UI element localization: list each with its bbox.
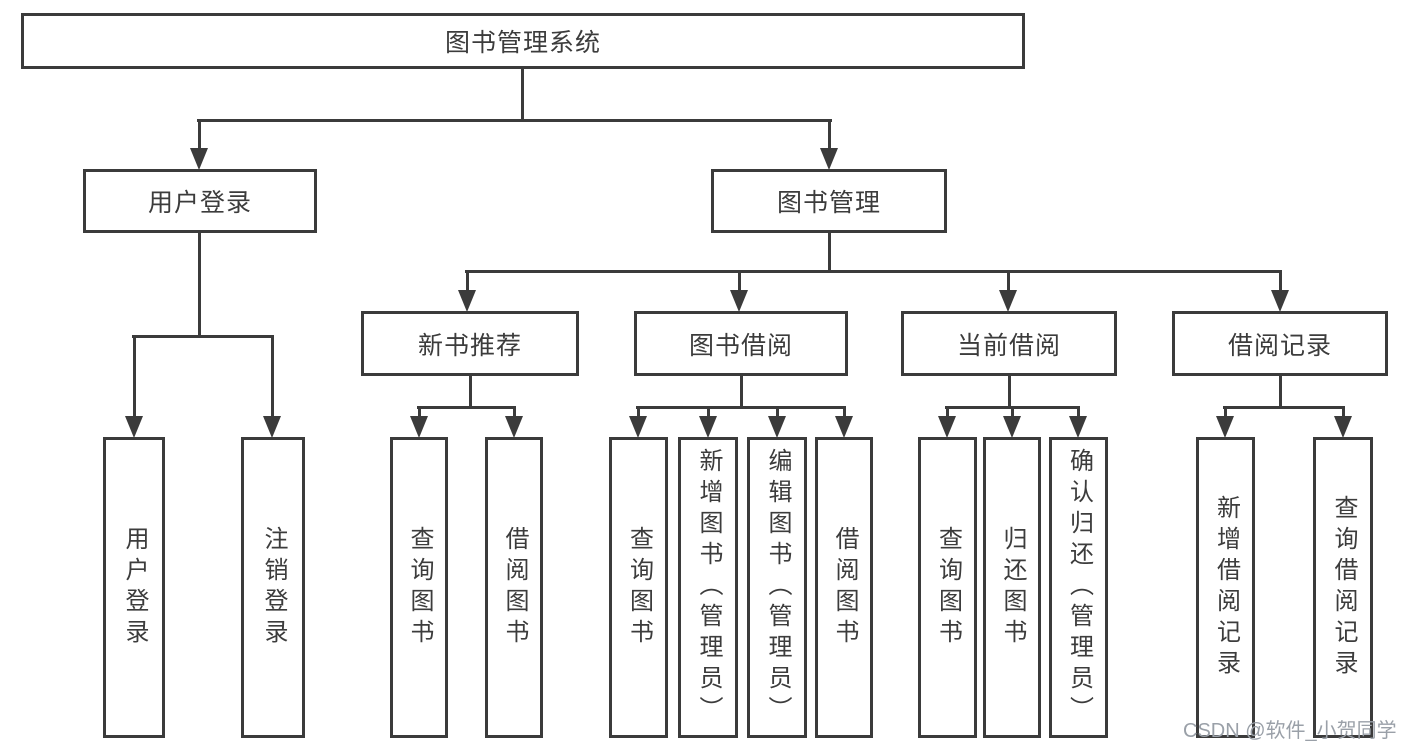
arrowhead-icon	[768, 416, 786, 438]
connector-line	[827, 119, 831, 151]
arrowhead-icon	[263, 416, 281, 438]
connector-line	[417, 406, 516, 409]
connector-line	[197, 233, 201, 338]
connector-line	[1278, 376, 1282, 409]
node-leaf-user-login: 用户登录	[103, 437, 165, 738]
connector-line	[1010, 406, 1014, 419]
connector-line	[520, 67, 524, 122]
arrowhead-icon	[1334, 416, 1352, 438]
arrowhead-icon	[505, 416, 523, 438]
node-bb-edit-books-admin: 编辑图书（管理员）	[747, 437, 807, 738]
connector-line	[1076, 406, 1080, 419]
connector-line	[842, 406, 846, 419]
arrowhead-icon	[125, 416, 143, 438]
node-nb-borrow-books: 借阅图书	[485, 437, 543, 738]
connector-line	[636, 406, 640, 419]
connector-line	[197, 119, 201, 151]
connector-line	[636, 406, 846, 409]
connector-line	[827, 233, 831, 273]
connector-line	[739, 376, 743, 409]
node-cb-query-books: 查询图书	[918, 437, 977, 738]
connector-line	[1223, 406, 1345, 409]
arrowhead-icon	[699, 416, 717, 438]
connector-line	[197, 119, 832, 122]
arrowhead-icon	[1003, 416, 1021, 438]
connector-line	[465, 270, 469, 293]
connector-line	[270, 335, 274, 419]
node-bb-query-books: 查询图书	[609, 437, 668, 738]
connector-line	[132, 335, 274, 338]
node-root: 图书管理系统	[21, 13, 1025, 69]
node-current-borrowing: 当前借阅	[901, 311, 1117, 376]
arrowhead-icon	[190, 148, 208, 170]
connector-line	[737, 270, 741, 293]
connector-line	[1006, 270, 1010, 293]
node-user-login: 用户登录	[83, 169, 317, 233]
arrowhead-icon	[458, 290, 476, 312]
connector-line	[1007, 376, 1011, 409]
arrowhead-icon	[820, 148, 838, 170]
arrowhead-icon	[730, 290, 748, 312]
arrowhead-icon	[938, 416, 956, 438]
connector-line	[1341, 406, 1345, 419]
connector-line	[468, 376, 472, 409]
node-bb-add-books-admin: 新增图书（管理员）	[678, 437, 738, 738]
connector-line	[706, 406, 710, 419]
arrowhead-icon	[999, 290, 1017, 312]
node-br-add-record: 新增借阅记录	[1196, 437, 1255, 738]
arrowhead-icon	[835, 416, 853, 438]
arrowhead-icon	[1216, 416, 1234, 438]
connector-line	[417, 406, 421, 419]
node-br-query-record: 查询借阅记录	[1313, 437, 1373, 738]
node-book-management: 图书管理	[711, 169, 947, 233]
node-book-borrowing: 图书借阅	[634, 311, 848, 376]
node-bb-borrow-books: 借阅图书	[815, 437, 873, 738]
connector-line	[465, 270, 1282, 273]
csdn-watermark: CSDN @软件_小贺同学	[1183, 720, 1397, 742]
node-leaf-logout-login: 注销登录	[241, 437, 305, 738]
node-nb-query-books: 查询图书	[390, 437, 448, 738]
connector-line	[1278, 270, 1282, 293]
connector-line	[1223, 406, 1227, 419]
node-new-book-recommendation: 新书推荐	[361, 311, 579, 376]
arrowhead-icon	[410, 416, 428, 438]
node-borrowing-records: 借阅记录	[1172, 311, 1388, 376]
arrowhead-icon	[1271, 290, 1289, 312]
connector-line	[775, 406, 779, 419]
connector-line	[132, 335, 136, 419]
arrowhead-icon	[1069, 416, 1087, 438]
connector-line	[512, 406, 516, 419]
node-cb-confirm-return-admin: 确认归还（管理员）	[1049, 437, 1108, 738]
arrowhead-icon	[629, 416, 647, 438]
node-cb-return-books: 归还图书	[983, 437, 1041, 738]
connector-line	[945, 406, 949, 419]
